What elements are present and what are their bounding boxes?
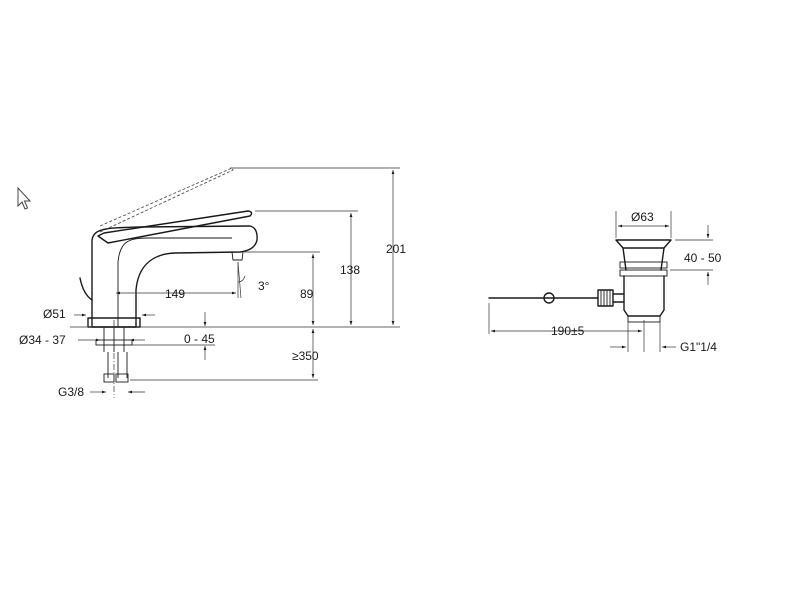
label-spout-angle: 3° <box>258 279 270 293</box>
label-base-diameter: Ø51 <box>43 307 66 321</box>
label-height-lever: 138 <box>340 263 360 277</box>
spout-inner <box>117 237 232 327</box>
waste-neck <box>622 247 665 271</box>
side-hook <box>79 277 93 301</box>
label-height-total: 201 <box>386 242 406 256</box>
label-hole-diameter: Ø34 - 37 <box>19 333 66 347</box>
label-rod-length: 190±5 <box>551 324 585 338</box>
lever-raised-outline <box>99 167 234 233</box>
label-waste-height: 40 - 50 <box>684 251 722 265</box>
label-connection: G3/8 <box>58 385 84 399</box>
label-deck-thickness: 0 - 45 <box>184 332 215 346</box>
rod-ball-joint <box>543 292 555 304</box>
label-waste-thread: G1"1/4 <box>680 340 717 354</box>
faucet-body <box>91 225 258 328</box>
label-spout-reach: 149 <box>165 287 185 301</box>
waste-body <box>623 275 665 317</box>
waste-flange <box>615 239 672 249</box>
mouse-pointer-icon <box>17 186 32 210</box>
label-height-spout: 89 <box>300 287 314 301</box>
waste-drawing <box>488 211 713 352</box>
spout-aerator <box>231 251 244 261</box>
label-hose-length: ≥350 <box>292 349 319 363</box>
rod-connector <box>597 289 614 307</box>
label-waste-diameter: Ø63 <box>631 210 654 224</box>
faucet-lever <box>97 210 253 244</box>
faucet-drawing <box>70 167 400 398</box>
